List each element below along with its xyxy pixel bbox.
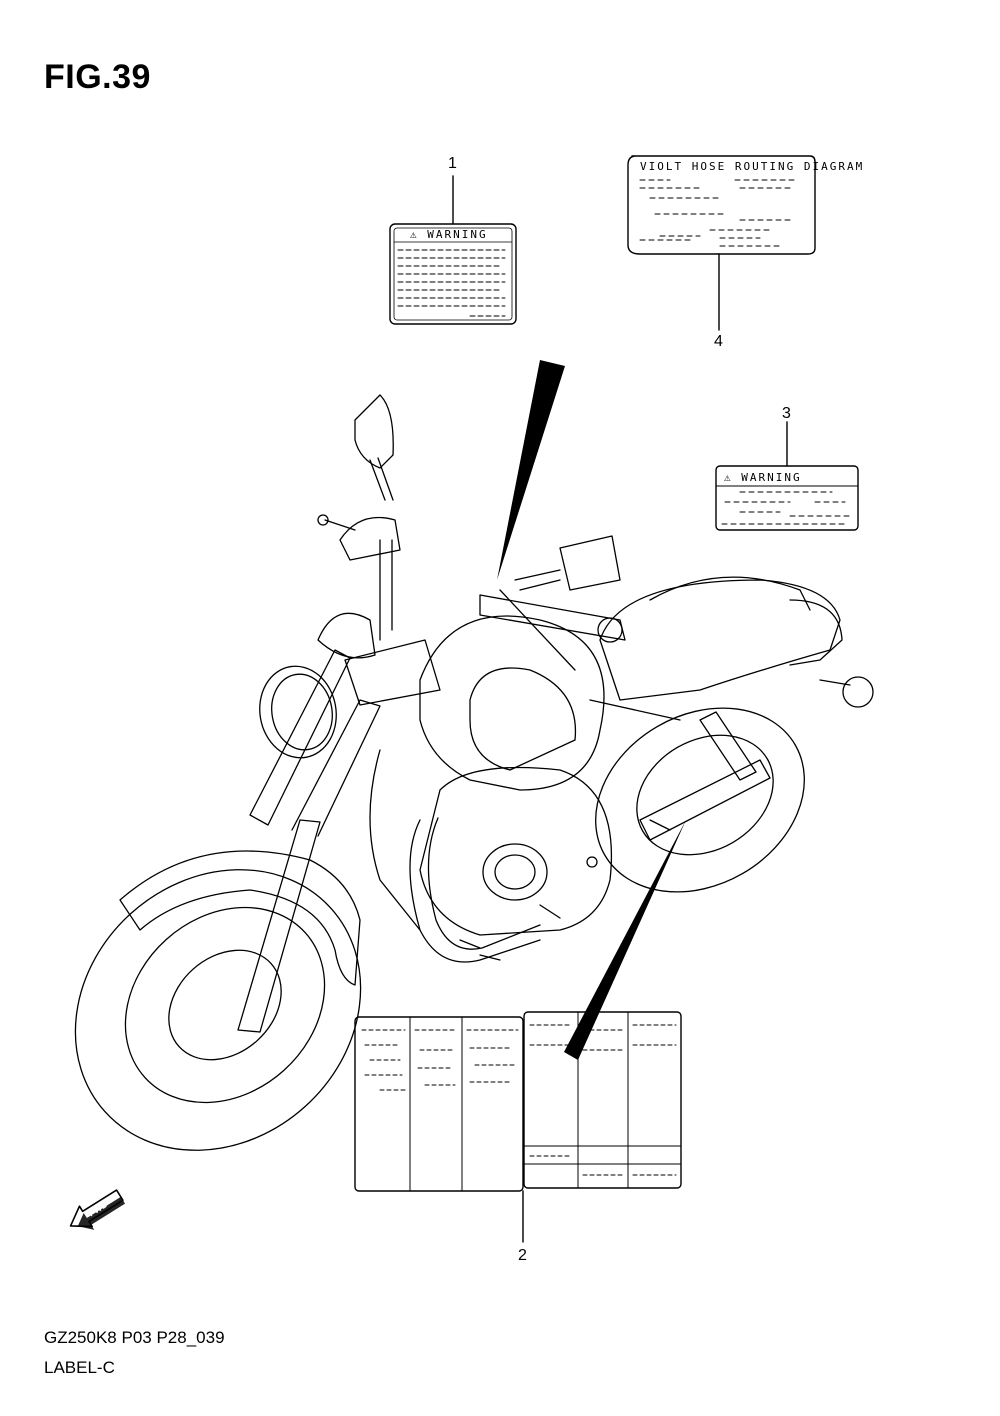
figure-name: LABEL-C	[44, 1358, 115, 1377]
label-1-warning[interactable]: ⚠ WARNING	[389, 223, 517, 325]
label-4-heading: VIOLT HOSE ROUTING DIAGRAM	[640, 160, 864, 173]
label-1-heading: ⚠ WARNING	[410, 228, 488, 241]
figure-title: FIG.39	[44, 58, 151, 96]
callout-1[interactable]: 1	[448, 155, 457, 172]
label-2-info-set[interactable]	[354, 1011, 682, 1192]
callout-2[interactable]: 2	[518, 1247, 527, 1264]
pointer-wedge-frame	[564, 820, 686, 1060]
label-3-heading: ⚠ WARNING	[724, 471, 802, 484]
callout-3[interactable]: 3	[782, 405, 791, 422]
callout-4[interactable]: 4	[714, 333, 723, 350]
figure-code: GZ250K8 P03 P28_039	[44, 1328, 225, 1347]
motorcycle-drawing	[74, 394, 874, 1151]
label-3-warning[interactable]: ⚠ WARNING	[715, 465, 859, 531]
pointer-wedge-tank	[497, 360, 565, 580]
fwd-arrow-icon: FWD	[69, 1189, 126, 1230]
label-4-hose-routing[interactable]: VIOLT HOSE ROUTING DIAGRAM	[627, 155, 864, 255]
